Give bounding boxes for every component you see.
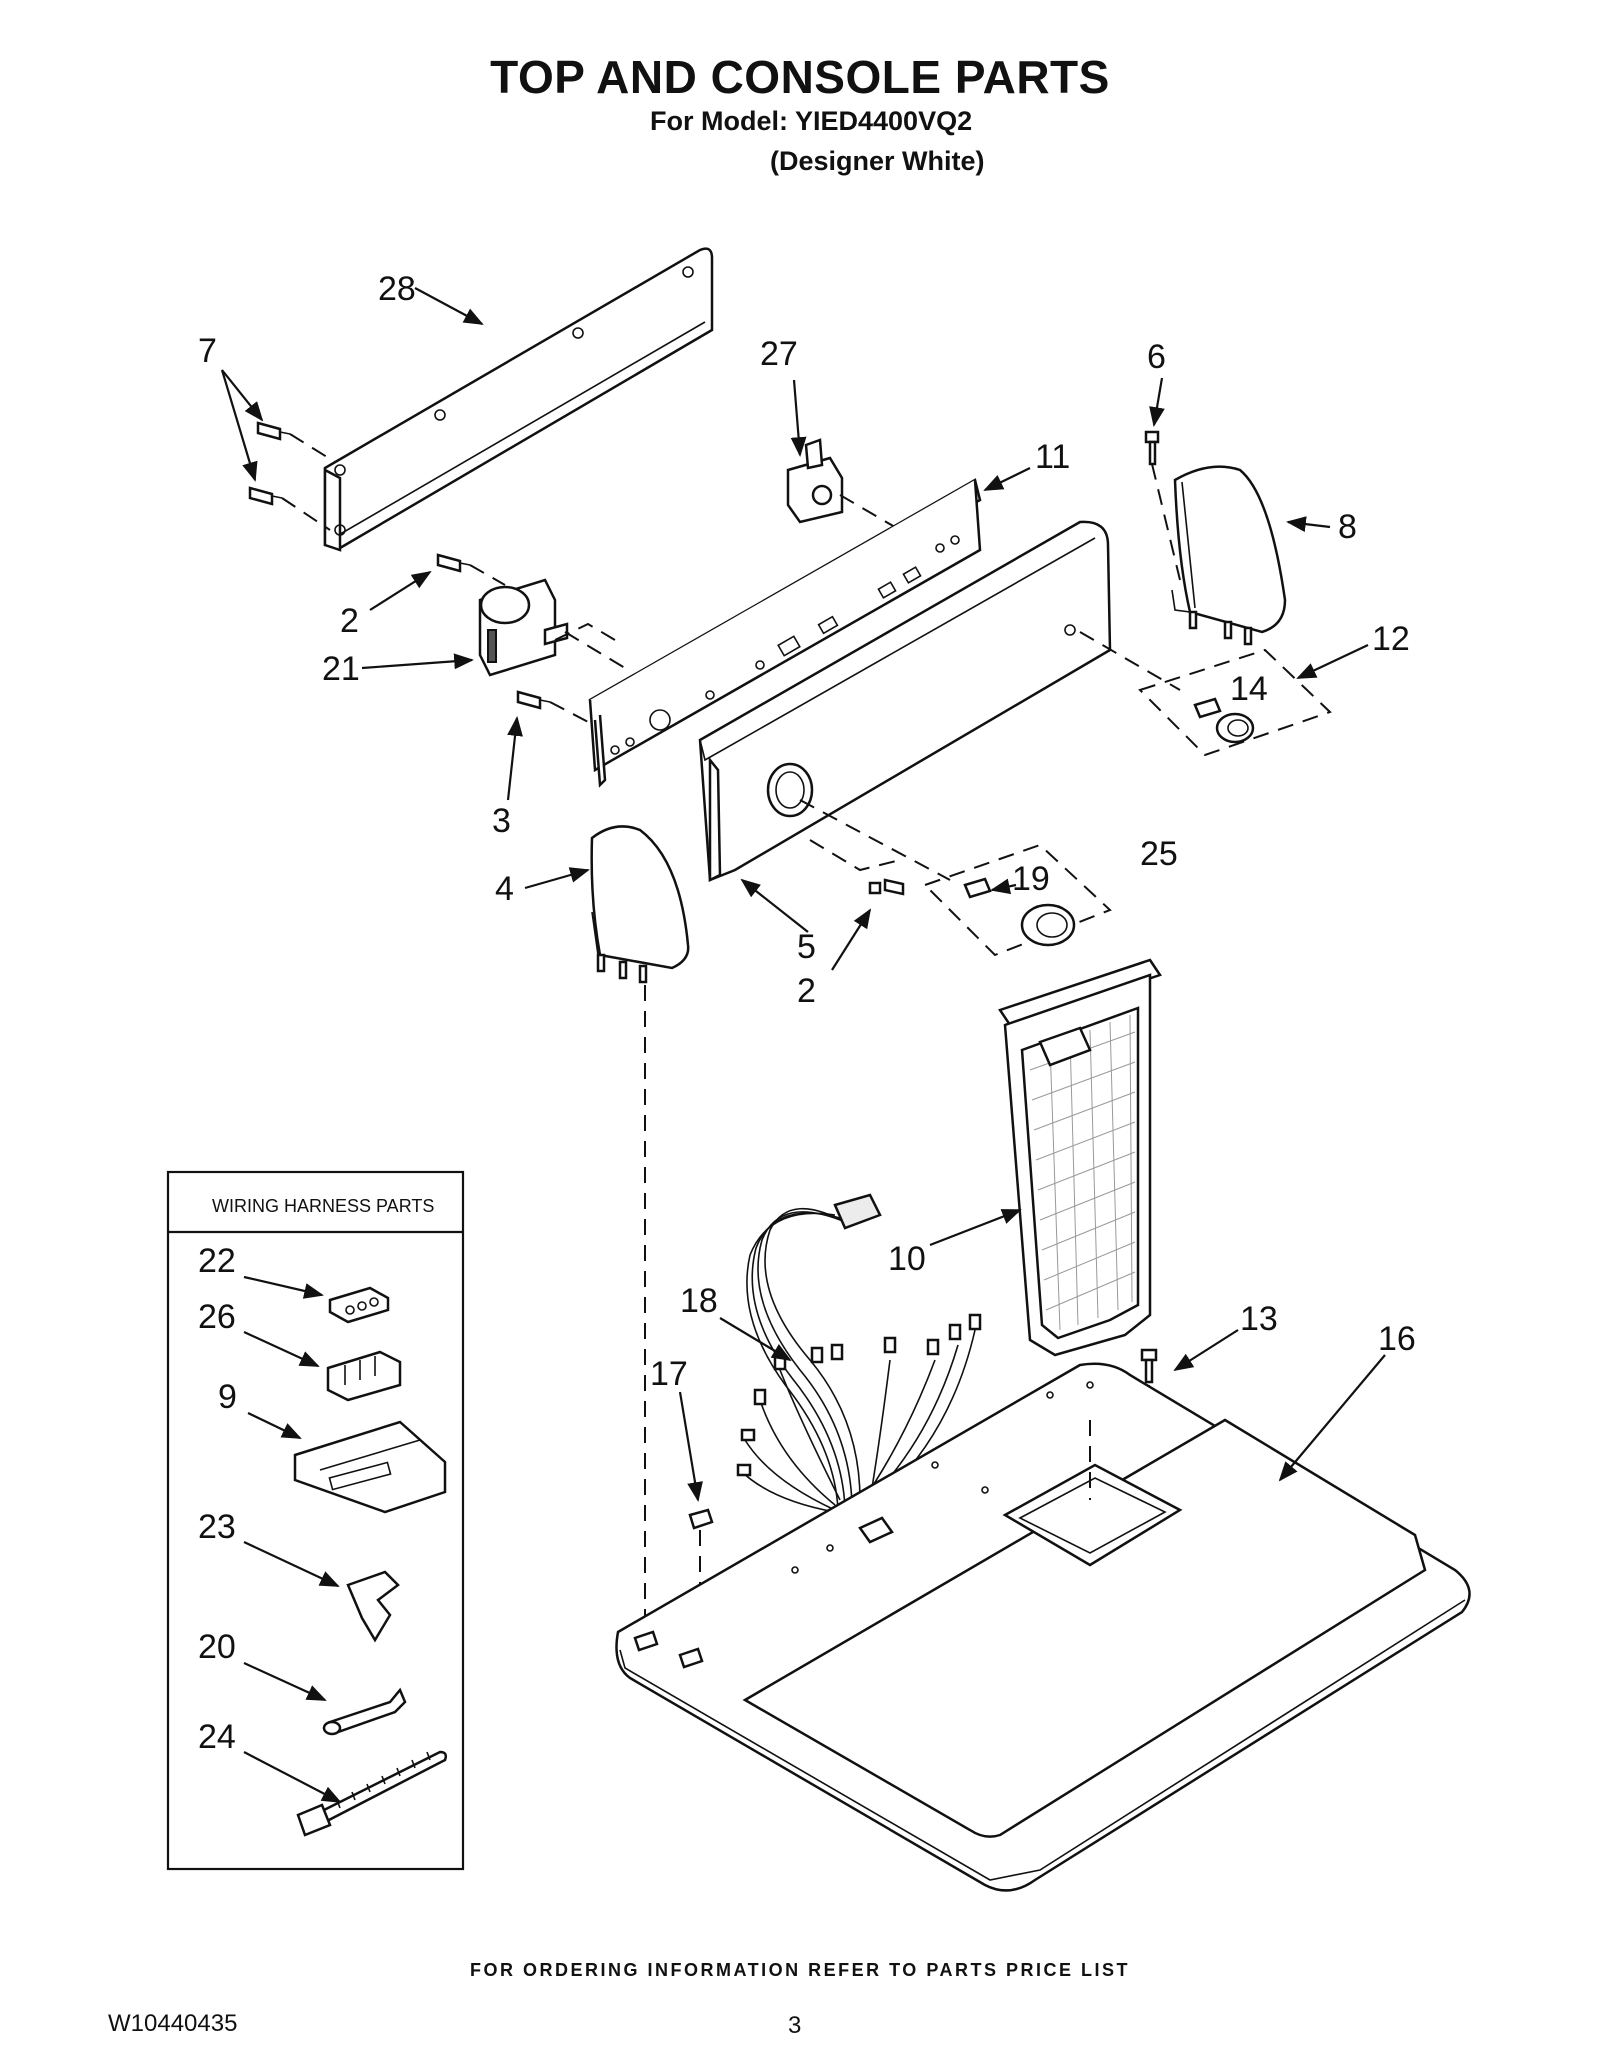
callout-28: 28 (378, 270, 416, 308)
callout-25: 25 (1140, 835, 1178, 873)
part-16-top-panel (615, 1354, 1471, 1892)
callout-11: 11 (1035, 438, 1070, 476)
model-line: For Model: YIED4400VQ2 (650, 106, 973, 136)
callout-19: 19 (1012, 860, 1050, 898)
part-12-knob-assembly (1138, 644, 1369, 757)
callout-4: 4 (495, 870, 514, 908)
part-7-screws (220, 369, 336, 531)
page-number: 3 (788, 2012, 802, 2039)
callout-3: 3 (492, 802, 511, 840)
doc-number: W10440435 (108, 2010, 238, 2037)
callout-10: 10 (888, 1240, 926, 1278)
part-21-timer (361, 578, 626, 677)
part-2-screw-lower (831, 878, 905, 971)
callout-22: 22 (198, 1242, 236, 1280)
part-5-console (698, 520, 1181, 933)
callout-26: 26 (198, 1298, 236, 1336)
part-27-module (786, 379, 901, 531)
callout-27: 27 (760, 335, 798, 373)
color-line: (Designer White) (770, 146, 985, 176)
part-11-control-bracket (588, 467, 1031, 788)
callout-5: 5 (797, 928, 816, 966)
callout-21: 21 (322, 650, 360, 688)
callout-2-lower: 2 (797, 972, 816, 1010)
ordering-note: FOR ORDERING INFORMATION REFER TO PARTS … (469, 1960, 1130, 1980)
callout-9: 9 (218, 1378, 237, 1416)
callout-18: 18 (680, 1282, 718, 1320)
callout-17: 17 (650, 1355, 688, 1393)
page-title: TOP AND CONSOLE PARTS (490, 51, 1110, 103)
callout-23: 23 (198, 1508, 236, 1546)
callout-12: 12 (1372, 620, 1410, 658)
callout-labels: 28 7 27 6 11 8 2 21 12 14 3 4 25 19 5 2 … (198, 270, 1416, 1393)
callout-2-upper: 2 (340, 602, 359, 640)
callout-14: 14 (1230, 670, 1268, 708)
part-25-knob-assembly (923, 843, 1112, 957)
callout-13: 13 (1240, 1300, 1278, 1338)
part-6-screw (1144, 377, 1181, 581)
part-2-screw-upper (369, 553, 506, 611)
part-10-lint-screen (929, 958, 1162, 1357)
part-4-end-cap-left (524, 825, 690, 1650)
part-28-rear-panel (323, 247, 714, 552)
part-8-end-cap-right (1171, 465, 1331, 646)
part-3-screw (506, 690, 593, 801)
wiring-harness-box: WIRING HARNESS PARTS 22 26 9 23 20 24 (166, 1170, 465, 1871)
callout-16: 16 (1378, 1320, 1416, 1358)
wiring-box-title: WIRING HARNESS PARTS (212, 1196, 434, 1216)
callout-24: 24 (198, 1718, 236, 1756)
callout-6: 6 (1147, 338, 1166, 376)
callout-7: 7 (198, 332, 217, 370)
part-18-wiring-harness (719, 1193, 982, 1513)
callout-8: 8 (1338, 508, 1357, 546)
callout-20: 20 (198, 1628, 236, 1666)
